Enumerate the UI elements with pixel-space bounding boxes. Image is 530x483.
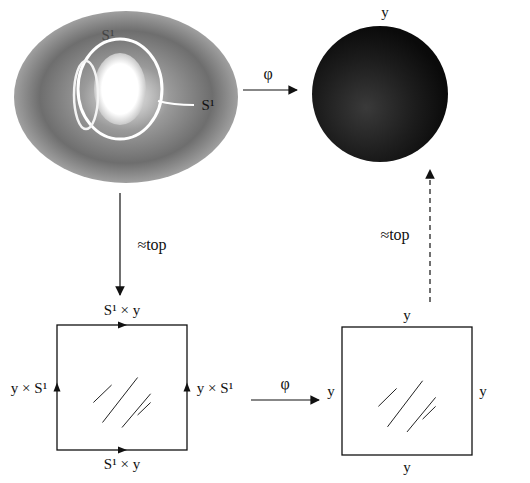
torus-figure: S¹ S¹ bbox=[8, 5, 240, 190]
sphere-figure: y bbox=[300, 2, 460, 167]
identification-arrow bbox=[184, 383, 191, 392]
map-arrow bbox=[119, 193, 120, 295]
torus-square: S¹ × y y × S¹ y × S¹ S¹ × y bbox=[2, 298, 248, 478]
hatch-stroke bbox=[122, 394, 151, 428]
math-label: S¹ × y bbox=[104, 302, 140, 319]
map-arrow bbox=[243, 89, 297, 90]
map-arrow bbox=[429, 170, 430, 302]
sphere-square-outline bbox=[322, 305, 492, 475]
square-outline bbox=[342, 327, 472, 455]
identification-arrow bbox=[54, 383, 61, 392]
math-label: S¹ bbox=[202, 97, 215, 114]
math-label: S¹ × y bbox=[104, 456, 140, 473]
map-label: ≈top bbox=[378, 226, 411, 244]
meridian-circle bbox=[74, 61, 98, 129]
hatch-stroke bbox=[138, 403, 151, 416]
sphere-square: y y y y bbox=[322, 305, 492, 475]
math-label: y × S¹ bbox=[197, 380, 233, 397]
leader-line bbox=[158, 101, 194, 105]
hatch-stroke bbox=[407, 397, 436, 432]
identification-arrow bbox=[118, 447, 127, 454]
sphere-disk bbox=[312, 26, 448, 162]
sphere-figure-outline bbox=[300, 2, 460, 167]
hatch-stroke bbox=[378, 388, 396, 406]
hatch-stroke bbox=[93, 385, 111, 403]
math-label: y × S¹ bbox=[11, 380, 47, 397]
longitude-circle bbox=[78, 39, 162, 139]
torus-body bbox=[14, 11, 238, 183]
math-label: y bbox=[403, 459, 411, 476]
math-label: y bbox=[381, 4, 389, 21]
map-label: φ bbox=[278, 375, 291, 393]
map-label: ≈top bbox=[135, 236, 168, 254]
math-label: S¹ bbox=[102, 27, 115, 44]
torus-hole bbox=[94, 53, 146, 125]
identification-arrow bbox=[118, 322, 127, 329]
math-label: y bbox=[479, 383, 487, 400]
math-label: y bbox=[403, 307, 411, 324]
map-arrow bbox=[251, 399, 319, 400]
hatch-stroke bbox=[423, 406, 436, 419]
math-label: y bbox=[327, 383, 335, 400]
map-label: φ bbox=[261, 65, 274, 83]
square-outline bbox=[57, 325, 187, 450]
